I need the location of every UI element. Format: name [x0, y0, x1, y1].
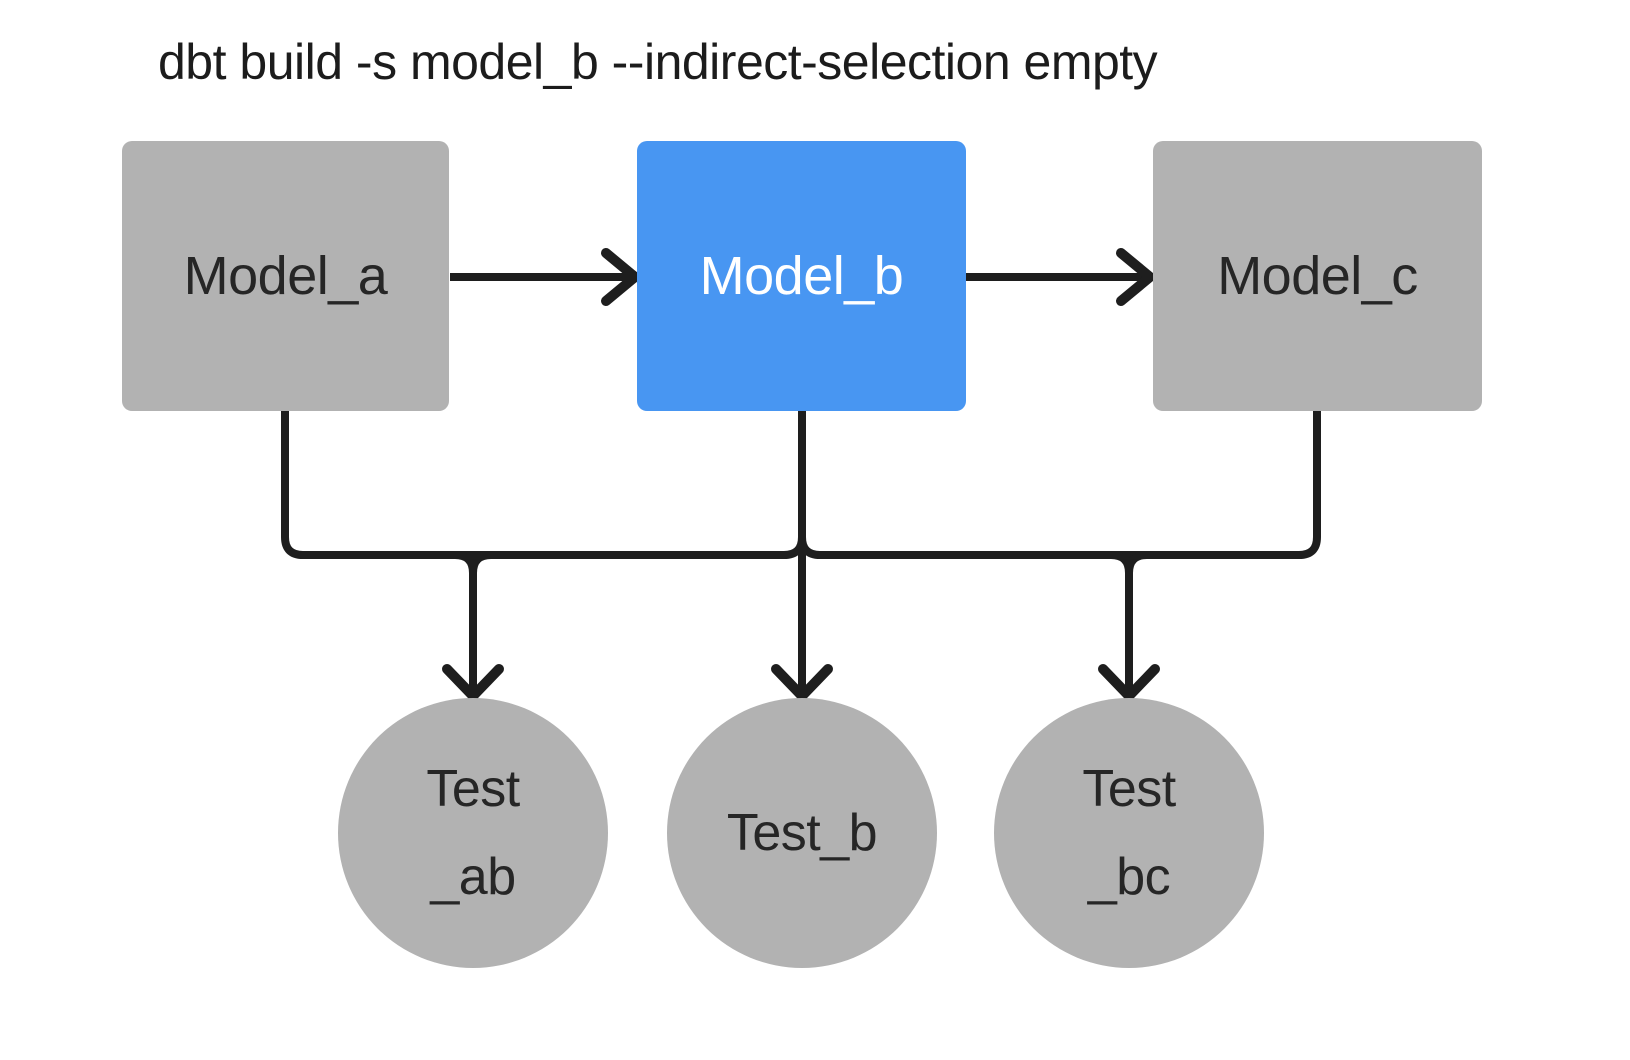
edge-bus-to-test-ab	[442, 551, 504, 704]
node-label-line: Test	[426, 759, 520, 818]
command-title: dbt build -s model_b --indirect-selectio…	[158, 34, 1158, 90]
node-label-line: _bc	[1087, 848, 1171, 906]
node-label-line: _ab	[430, 848, 516, 906]
node-label-line: Test_b	[726, 803, 878, 862]
node-model-c: Model_c	[1153, 141, 1482, 411]
node-label-line: Test	[1082, 759, 1176, 818]
node-label: Model_a	[183, 246, 388, 306]
edge-model-c-to-bus	[798, 411, 1321, 559]
arrow-model-a-to-model-b	[450, 248, 643, 306]
node-label: Model_b	[699, 246, 904, 306]
arrow-model-b-to-model-c	[966, 248, 1158, 306]
node-model-b-selected: Model_b	[637, 141, 966, 411]
node-test-ab: Test _ab	[338, 698, 608, 968]
edge-bus-to-test-bc	[1098, 551, 1160, 704]
edge-model-b-to-test-b	[771, 411, 833, 704]
node-test-b: Test_b	[667, 698, 937, 968]
node-label: Model_c	[1217, 246, 1418, 306]
node-test-bc: Test _bc	[994, 698, 1264, 968]
edge-model-a-to-bus	[281, 411, 806, 559]
node-model-a: Model_a	[122, 141, 449, 411]
